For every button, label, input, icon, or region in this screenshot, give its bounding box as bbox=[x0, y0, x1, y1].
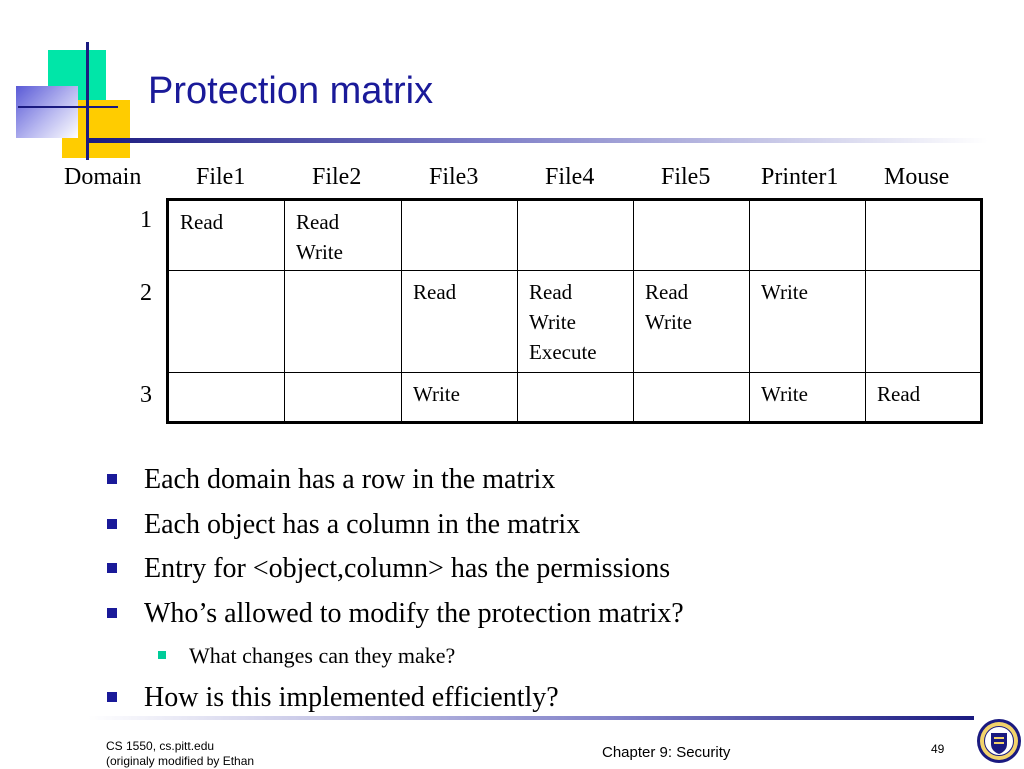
matrix-cell bbox=[284, 372, 402, 423]
decorative-blue-square bbox=[16, 86, 78, 138]
matrix-cell bbox=[633, 372, 750, 423]
decorative-vertical-line bbox=[86, 42, 89, 160]
permission: Read bbox=[413, 280, 457, 304]
slide-title: Protection matrix bbox=[148, 70, 434, 112]
matrix-cell bbox=[167, 372, 285, 423]
column-header-file1: File1 bbox=[196, 164, 246, 190]
column-header-file3: File3 bbox=[429, 164, 479, 190]
matrix-cell bbox=[865, 199, 982, 271]
bullet-text: Who’s allowed to modify the protection m… bbox=[144, 597, 684, 629]
matrix-cell bbox=[284, 270, 402, 373]
row-label-domain-2: 2 bbox=[140, 280, 152, 306]
matrix-cell bbox=[167, 270, 285, 373]
square-bullet-icon bbox=[107, 518, 117, 529]
permission: Write bbox=[761, 382, 808, 406]
square-bullet-icon bbox=[107, 563, 117, 573]
permission: Write bbox=[761, 280, 808, 304]
matrix-cell bbox=[749, 199, 866, 271]
square-bullet-icon bbox=[107, 692, 117, 702]
permission: Read bbox=[180, 210, 224, 234]
permission: Write bbox=[413, 382, 460, 406]
bullet-item: Who’s allowed to modify the protection m… bbox=[0, 592, 684, 637]
permission: Read bbox=[877, 382, 921, 406]
matrix-cell: Read bbox=[401, 270, 518, 373]
matrix-row-domain-3: Write Write Read bbox=[167, 372, 982, 423]
permission: Write bbox=[296, 240, 343, 264]
footer-chapter: Chapter 9: Security bbox=[602, 744, 731, 761]
page-number: 49 bbox=[931, 742, 945, 756]
matrix-cell bbox=[401, 199, 518, 271]
footer-course-line: CS 1550, cs.pitt.edu bbox=[106, 739, 215, 753]
permission: Read bbox=[645, 280, 689, 304]
square-bullet-icon bbox=[107, 474, 117, 484]
matrix-cell: Write bbox=[401, 372, 518, 423]
matrix-cell bbox=[633, 199, 750, 271]
permission: Execute bbox=[529, 340, 597, 364]
university-seal-icon bbox=[977, 719, 1021, 763]
column-header-file4: File4 bbox=[545, 164, 595, 190]
square-bullet-icon bbox=[107, 607, 117, 618]
bullet-item: Entry for <object,column> has the permis… bbox=[0, 547, 684, 592]
matrix-cell bbox=[865, 270, 982, 373]
permission: Read bbox=[529, 280, 573, 304]
matrix-cell bbox=[517, 199, 634, 271]
matrix-cell bbox=[517, 372, 634, 423]
square-sub-bullet-icon bbox=[158, 651, 166, 659]
matrix-corner-label: Domain bbox=[64, 164, 142, 190]
permission: Write bbox=[529, 310, 576, 334]
column-header-file2: File2 bbox=[312, 164, 362, 190]
bullet-item: Each domain has a row in the matrix bbox=[0, 458, 684, 503]
bullet-text: Each domain has a row in the matrix bbox=[144, 464, 556, 495]
sub-bullet-item: What changes can they make? bbox=[0, 636, 684, 676]
footer-credit-line: (originaly modified by Ethan bbox=[106, 754, 255, 768]
bullet-text: How is this implemented efficiently? bbox=[144, 682, 559, 713]
row-label-domain-3: 3 bbox=[140, 382, 152, 408]
decorative-horizontal-line bbox=[18, 106, 118, 108]
column-header-mouse: Mouse bbox=[884, 164, 950, 190]
matrix-cell: Read bbox=[865, 372, 982, 423]
row-label-domain-1: 1 bbox=[140, 207, 152, 233]
bullet-list: Each domain has a row in the matrix Each… bbox=[0, 458, 684, 721]
bullet-item: Each object has a column in the matrix bbox=[0, 503, 684, 548]
column-header-file5: File5 bbox=[661, 164, 711, 190]
permission: Write bbox=[645, 310, 692, 334]
title-divider bbox=[88, 138, 988, 143]
bullet-item: How is this implemented efficiently? bbox=[0, 676, 684, 721]
column-header-printer1: Printer1 bbox=[761, 164, 839, 190]
matrix-cell: Write bbox=[749, 372, 866, 423]
permission: Read bbox=[296, 210, 340, 234]
matrix-cell: Write bbox=[749, 270, 866, 373]
bullet-text: What changes can they make? bbox=[189, 643, 456, 668]
footer-divider bbox=[88, 716, 974, 720]
matrix-cell: Read bbox=[167, 199, 285, 271]
bullet-text: Entry for <object,column> has the permis… bbox=[144, 553, 671, 584]
footer-course-info: CS 1550, cs.pitt.edu (originaly modified… bbox=[106, 739, 254, 769]
bullet-text: Each object has a column in the matrix bbox=[144, 508, 581, 540]
